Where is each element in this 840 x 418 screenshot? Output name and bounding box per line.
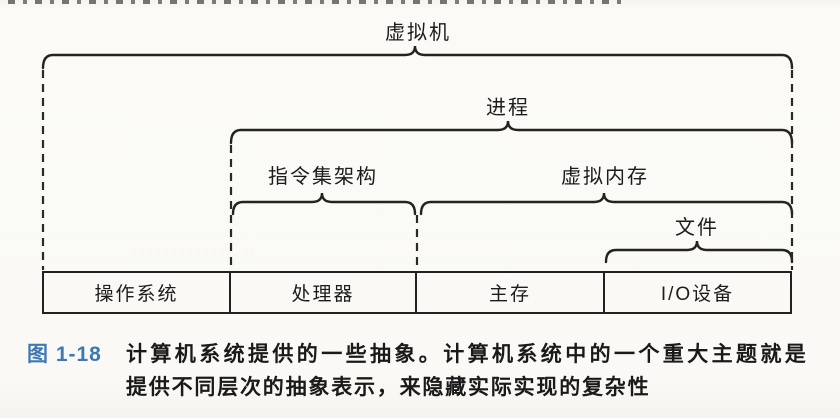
label-instruction-set-architecture: 指令集架构 [268,166,378,188]
figure-caption: 图 1-18 计算机系统提供的一些抽象。计算机系统中的一个重大主题就是 提供不同… [27,338,827,404]
label-files: 文件 [675,217,719,239]
isa-brace [231,192,417,216]
cropped-text-remnant [8,0,622,4]
figure-number: 图 1-18 [27,343,102,366]
caption-line-1: 计算机系统提供的一些抽象。计算机系统中的一个重大主题就是 [126,343,810,366]
abstraction-diagram-lines [41,45,794,270]
hardware-layers-table: 操作系统 处理器 主存 I/O设备 [42,271,792,314]
files-brace [604,240,794,264]
virtual-machine-brace [41,45,794,70]
label-virtual-memory: 虚拟内存 [561,166,649,188]
figure-caption-text: 计算机系统提供的一些抽象。计算机系统中的一个重大主题就是 提供不同层次的抽象表示… [126,338,809,404]
hw-cell-main-memory: 主存 [417,273,605,312]
virtual-memory-brace [419,192,794,216]
hw-cell-operating-system: 操作系统 [44,273,231,312]
hw-cell-processor: 处理器 [231,273,417,312]
label-process: 进程 [486,97,530,119]
process-brace [229,120,794,145]
label-virtual-machine: 虚拟机 [385,22,451,44]
caption-line-2: 提供不同层次的抽象表示，来隐藏实际实现的复杂性 [126,376,651,399]
hw-cell-io-devices: I/O设备 [660,284,735,305]
